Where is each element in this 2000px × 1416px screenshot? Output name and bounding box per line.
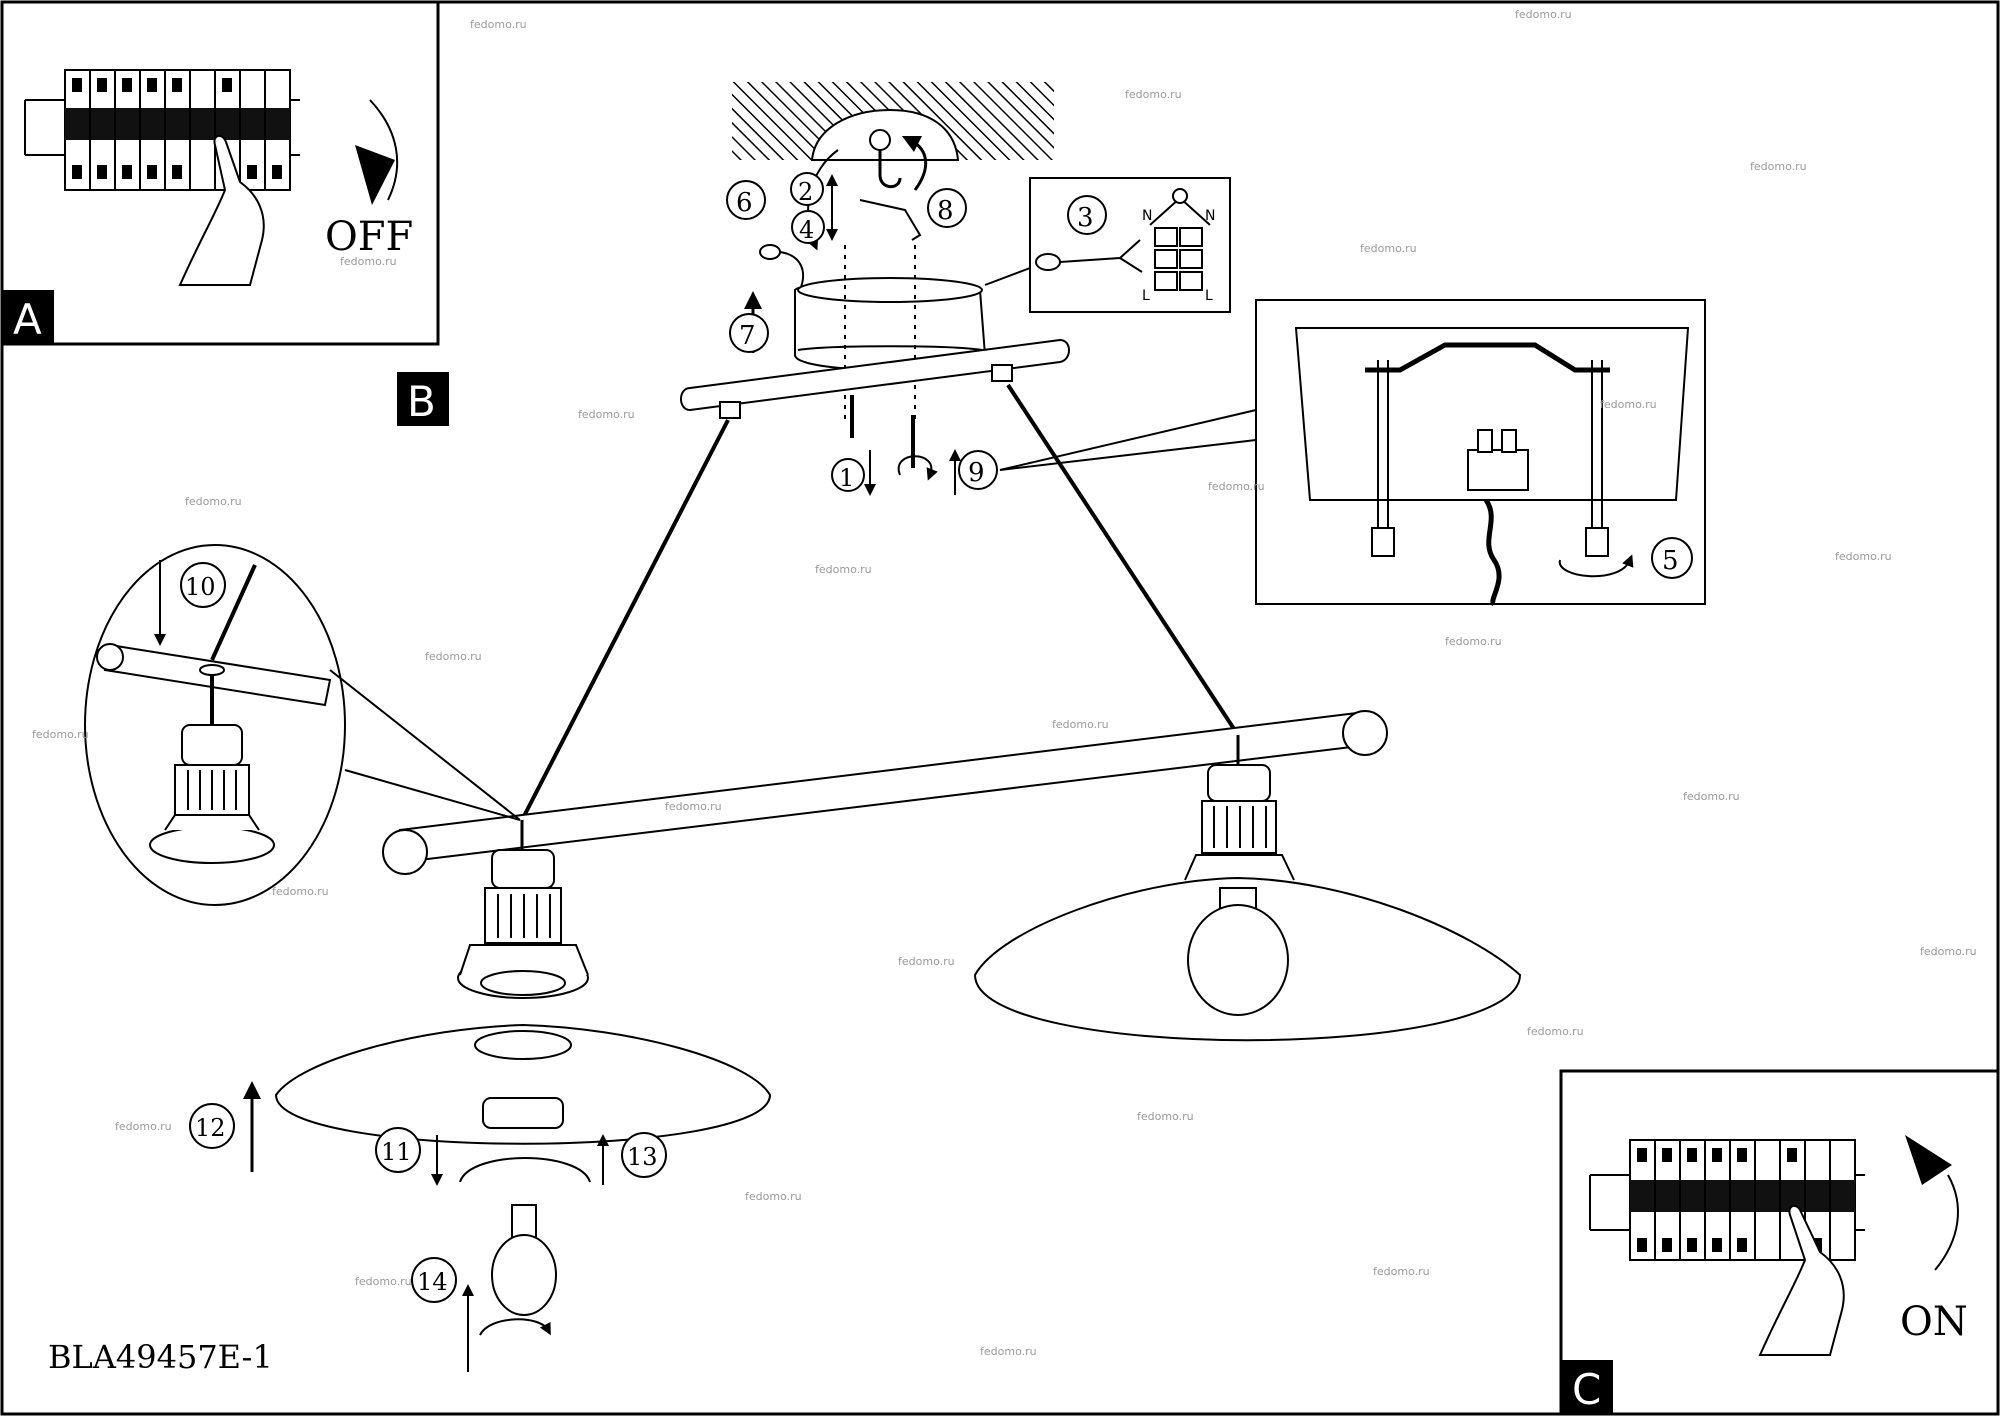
document-code: BLA49457E-1 — [48, 1338, 273, 1376]
terminal-label-left-2: L — [1142, 288, 1150, 304]
watermark-text: fedomo.ru — [1515, 8, 1572, 21]
step-number-2: 2 — [798, 178, 813, 206]
ground-icon — [1172, 188, 1188, 204]
panel-letter-c: C — [1572, 1365, 1601, 1414]
watermark-text: fedomo.ru — [1208, 480, 1265, 493]
watermark-text: fedomo.ru — [1373, 1265, 1430, 1278]
panel-c-switch-on: ON C — [1559, 1069, 2000, 1416]
lamp-socket-icon — [149, 724, 275, 864]
shade-ring-icon — [482, 1097, 564, 1129]
wiring-detail-box: N L N L — [984, 177, 1231, 313]
ceiling-crossbar — [680, 338, 1070, 412]
step-number-11: 11 — [381, 1138, 412, 1166]
terminal-label-right-2: L — [1205, 288, 1213, 304]
light-bulb-icon — [491, 1204, 557, 1316]
watermark-text: fedomo.ru — [1750, 160, 1807, 173]
watermark-text: fedomo.ru — [1360, 242, 1417, 255]
watermark-text: fedomo.ru — [425, 650, 482, 663]
watermark-text: fedomo.ru — [980, 1345, 1037, 1358]
watermark-text: fedomo.ru — [898, 955, 955, 968]
watermark-text: fedomo.ru — [1527, 1025, 1584, 1038]
rotation-arrow-icon — [901, 135, 928, 191]
watermark-text: fedomo.ru — [1683, 790, 1740, 803]
step-number-4: 4 — [799, 216, 814, 244]
cord-detail-magnifier — [84, 544, 521, 906]
step-number-12: 12 — [195, 1114, 226, 1142]
step-callouts — [180, 172, 1693, 1303]
terminal-label-left-1: N — [1142, 208, 1152, 224]
breaker-box-icon — [24, 69, 300, 191]
watermarks: fedomo.ru fedomo.ru fedomo.ru fedomo.ru … — [32, 8, 1977, 1358]
watermark-text: fedomo.ru — [272, 885, 329, 898]
step-number-1: 1 — [839, 464, 854, 492]
switch-off-label: OFF — [325, 214, 413, 260]
watermark-text: fedomo.ru — [115, 1120, 172, 1133]
step-number-10: 10 — [185, 573, 216, 601]
watermark-text: fedomo.ru — [578, 408, 635, 421]
left-lamp-exploded — [243, 820, 772, 1372]
step-number-5: 5 — [1662, 546, 1679, 576]
lamp-socket-icon — [457, 849, 589, 999]
arrow-head-icon — [1905, 1135, 1952, 1185]
hook-icon — [878, 150, 902, 189]
connector-icon — [759, 244, 781, 260]
rotate-down-arrow-icon — [369, 99, 399, 201]
lamp-shade — [274, 1023, 772, 1145]
step-number-3: 3 — [1077, 203, 1094, 233]
step-number-8: 8 — [937, 196, 954, 226]
watermark-text: fedomo.ru — [745, 1190, 802, 1203]
panel-letter-a: A — [13, 295, 42, 344]
watermark-text: fedomo.ru — [340, 255, 397, 268]
step-number-13: 13 — [627, 1143, 658, 1171]
terminal-label-right-1: N — [1205, 208, 1215, 224]
watermark-text: fedomo.ru — [1445, 635, 1502, 648]
watermark-text: fedomo.ru — [185, 495, 242, 508]
step-number-9: 9 — [968, 458, 985, 488]
lamp-bar — [382, 710, 1388, 875]
watermark-text: fedomo.ru — [1920, 945, 1977, 958]
support-cord-right — [1006, 383, 1240, 737]
panel-letter-b: B — [407, 377, 436, 426]
switch-on-label: ON — [1900, 1299, 1968, 1345]
terminal-block-icon — [1149, 196, 1211, 291]
arrow-head-icon — [355, 145, 395, 205]
hand-icon — [1758, 1204, 1845, 1356]
panel-b-marker: B — [397, 372, 449, 426]
right-lamp-assembled — [973, 735, 1522, 1042]
breaker-box-icon — [1589, 1139, 1865, 1261]
watermark-text: fedomo.ru — [1125, 88, 1182, 101]
step-number-6: 6 — [736, 188, 753, 218]
hand-icon — [178, 134, 265, 286]
watermark-text: fedomo.ru — [1600, 398, 1657, 411]
watermark-text: fedomo.ru — [32, 728, 89, 741]
lamp-socket-icon — [1184, 764, 1295, 881]
watermark-text: fedomo.ru — [1137, 1110, 1194, 1123]
watermark-text: fedomo.ru — [355, 1275, 412, 1288]
step-number-14: 14 — [417, 1268, 448, 1296]
ceiling-mount-assembly — [680, 82, 1070, 496]
step-number-7: 7 — [739, 321, 756, 351]
light-bulb-icon — [1187, 887, 1289, 1016]
watermark-text: fedomo.ru — [1835, 550, 1892, 563]
watermark-text: fedomo.ru — [665, 800, 722, 813]
canopy-detail-box — [999, 299, 1706, 607]
watermark-text: fedomo.ru — [470, 18, 527, 31]
support-cord-left — [520, 419, 730, 821]
watermark-text: fedomo.ru — [1052, 718, 1109, 731]
watermark-text: fedomo.ru — [815, 563, 872, 576]
panel-a-switch-off: OFF A — [0, 0, 440, 346]
rotate-up-arrow-icon — [1934, 1174, 1959, 1271]
